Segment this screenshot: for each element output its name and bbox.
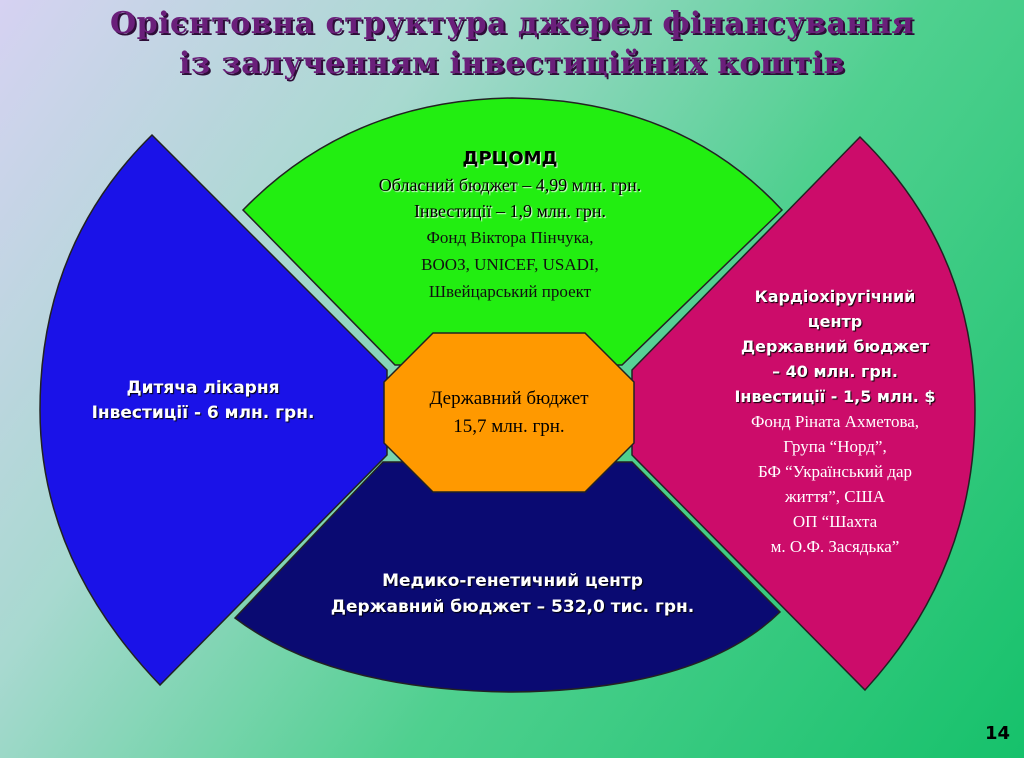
top-line-5: Швейцарський проект xyxy=(428,282,592,301)
center-octagon-state-budget xyxy=(383,332,635,493)
top-segment-drcomd xyxy=(241,97,784,366)
right-segment-cardio-center xyxy=(631,135,976,692)
top-heading: ДРЦОМД xyxy=(462,148,558,169)
bottom-line-1: Медико-генетичний центр xyxy=(382,571,643,591)
bottom-line-2: Державний бюджет – 532,0 тис. грн. xyxy=(330,597,695,617)
right-line-10: ОП “Шахта xyxy=(792,512,878,531)
right-line-6: Фонд Ріната Ахметова, xyxy=(750,412,920,431)
left-segment-text: Дитяча лікарня Інвестиції - 6 млн. грн. xyxy=(48,376,358,426)
right-line-7: Група “Норд”, xyxy=(783,437,887,456)
page-number: 14 xyxy=(984,723,1010,744)
top-line-3: Фонд Віктора Пінчука, xyxy=(426,228,594,247)
right-line-4: – 40 млн. грн. xyxy=(772,362,898,381)
left-segment-childrens-hospital xyxy=(39,133,388,687)
title-line-2: із залученням інвестиційних коштів xyxy=(178,46,846,81)
right-line-2: центр xyxy=(807,312,863,331)
top-line-2: Інвестиції – 1,9 млн. грн. xyxy=(413,201,607,221)
right-line-3: Державний бюджет xyxy=(740,337,930,356)
top-segment-text: ДРЦОМД Обласний бюджет – 4,99 млн. грн. … xyxy=(300,146,720,305)
left-line-1: Дитяча лікарня xyxy=(126,378,280,398)
center-line-2: 15,7 млн. грн. xyxy=(453,416,565,437)
right-line-11: м. О.Ф. Засядька” xyxy=(770,537,900,556)
right-line-9: життя”, США xyxy=(784,487,886,506)
bottom-segment-text: Медико-генетичний центр Державний бюджет… xyxy=(260,568,765,620)
bottom-segment-medical-genetic xyxy=(233,461,782,693)
title-line-1: Орієнтовна структура джерел фінансування xyxy=(109,6,915,41)
top-line-1: Обласний бюджет – 4,99 млн. грн. xyxy=(378,175,642,195)
left-line-2: Інвестиції - 6 млн. грн. xyxy=(91,403,315,423)
top-line-4: ВООЗ, UNICEF, USADI, xyxy=(421,255,599,274)
right-line-8: БФ “Український дар xyxy=(757,462,913,481)
right-segment-text: Кардіохіругічний центр Державний бюджет … xyxy=(690,284,980,559)
center-text: Державний бюджет 15,7 млн. грн. xyxy=(384,385,634,441)
right-line-5: Інвестиції - 1,5 млн. $ xyxy=(734,387,936,406)
right-line-1: Кардіохіругічний xyxy=(754,287,916,306)
slide-title: Орієнтовна структура джерел фінансування… xyxy=(0,4,1024,84)
center-line-1: Державний бюджет xyxy=(429,388,589,409)
